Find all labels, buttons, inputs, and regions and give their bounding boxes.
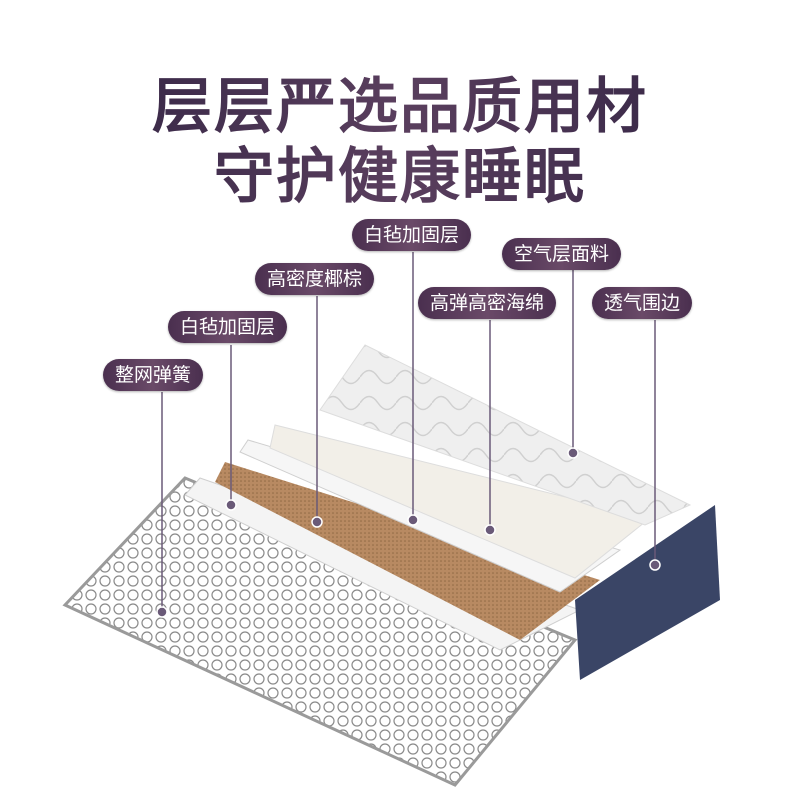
label-spring: 整网弹簧 [103, 359, 204, 391]
edge-panel [575, 505, 720, 680]
label-felt-lower: 白毡加固层 [168, 311, 288, 343]
headline-line-2: 守护健康睡眠 [0, 128, 800, 215]
leader-lines [161, 252, 656, 612]
label-felt-upper: 白毡加固层 [352, 219, 472, 251]
label-coir: 高密度椰棕 [255, 263, 375, 295]
label-foam: 高弹高密海绵 [418, 287, 557, 319]
label-fabric: 空气层面料 [502, 238, 622, 270]
headline-line-1: 层层严选品质用材 [0, 58, 800, 145]
leader-dots [156, 447, 661, 618]
label-edge: 透气围边 [592, 287, 693, 319]
foam-layer [269, 424, 652, 579]
coir-layer [215, 462, 600, 640]
